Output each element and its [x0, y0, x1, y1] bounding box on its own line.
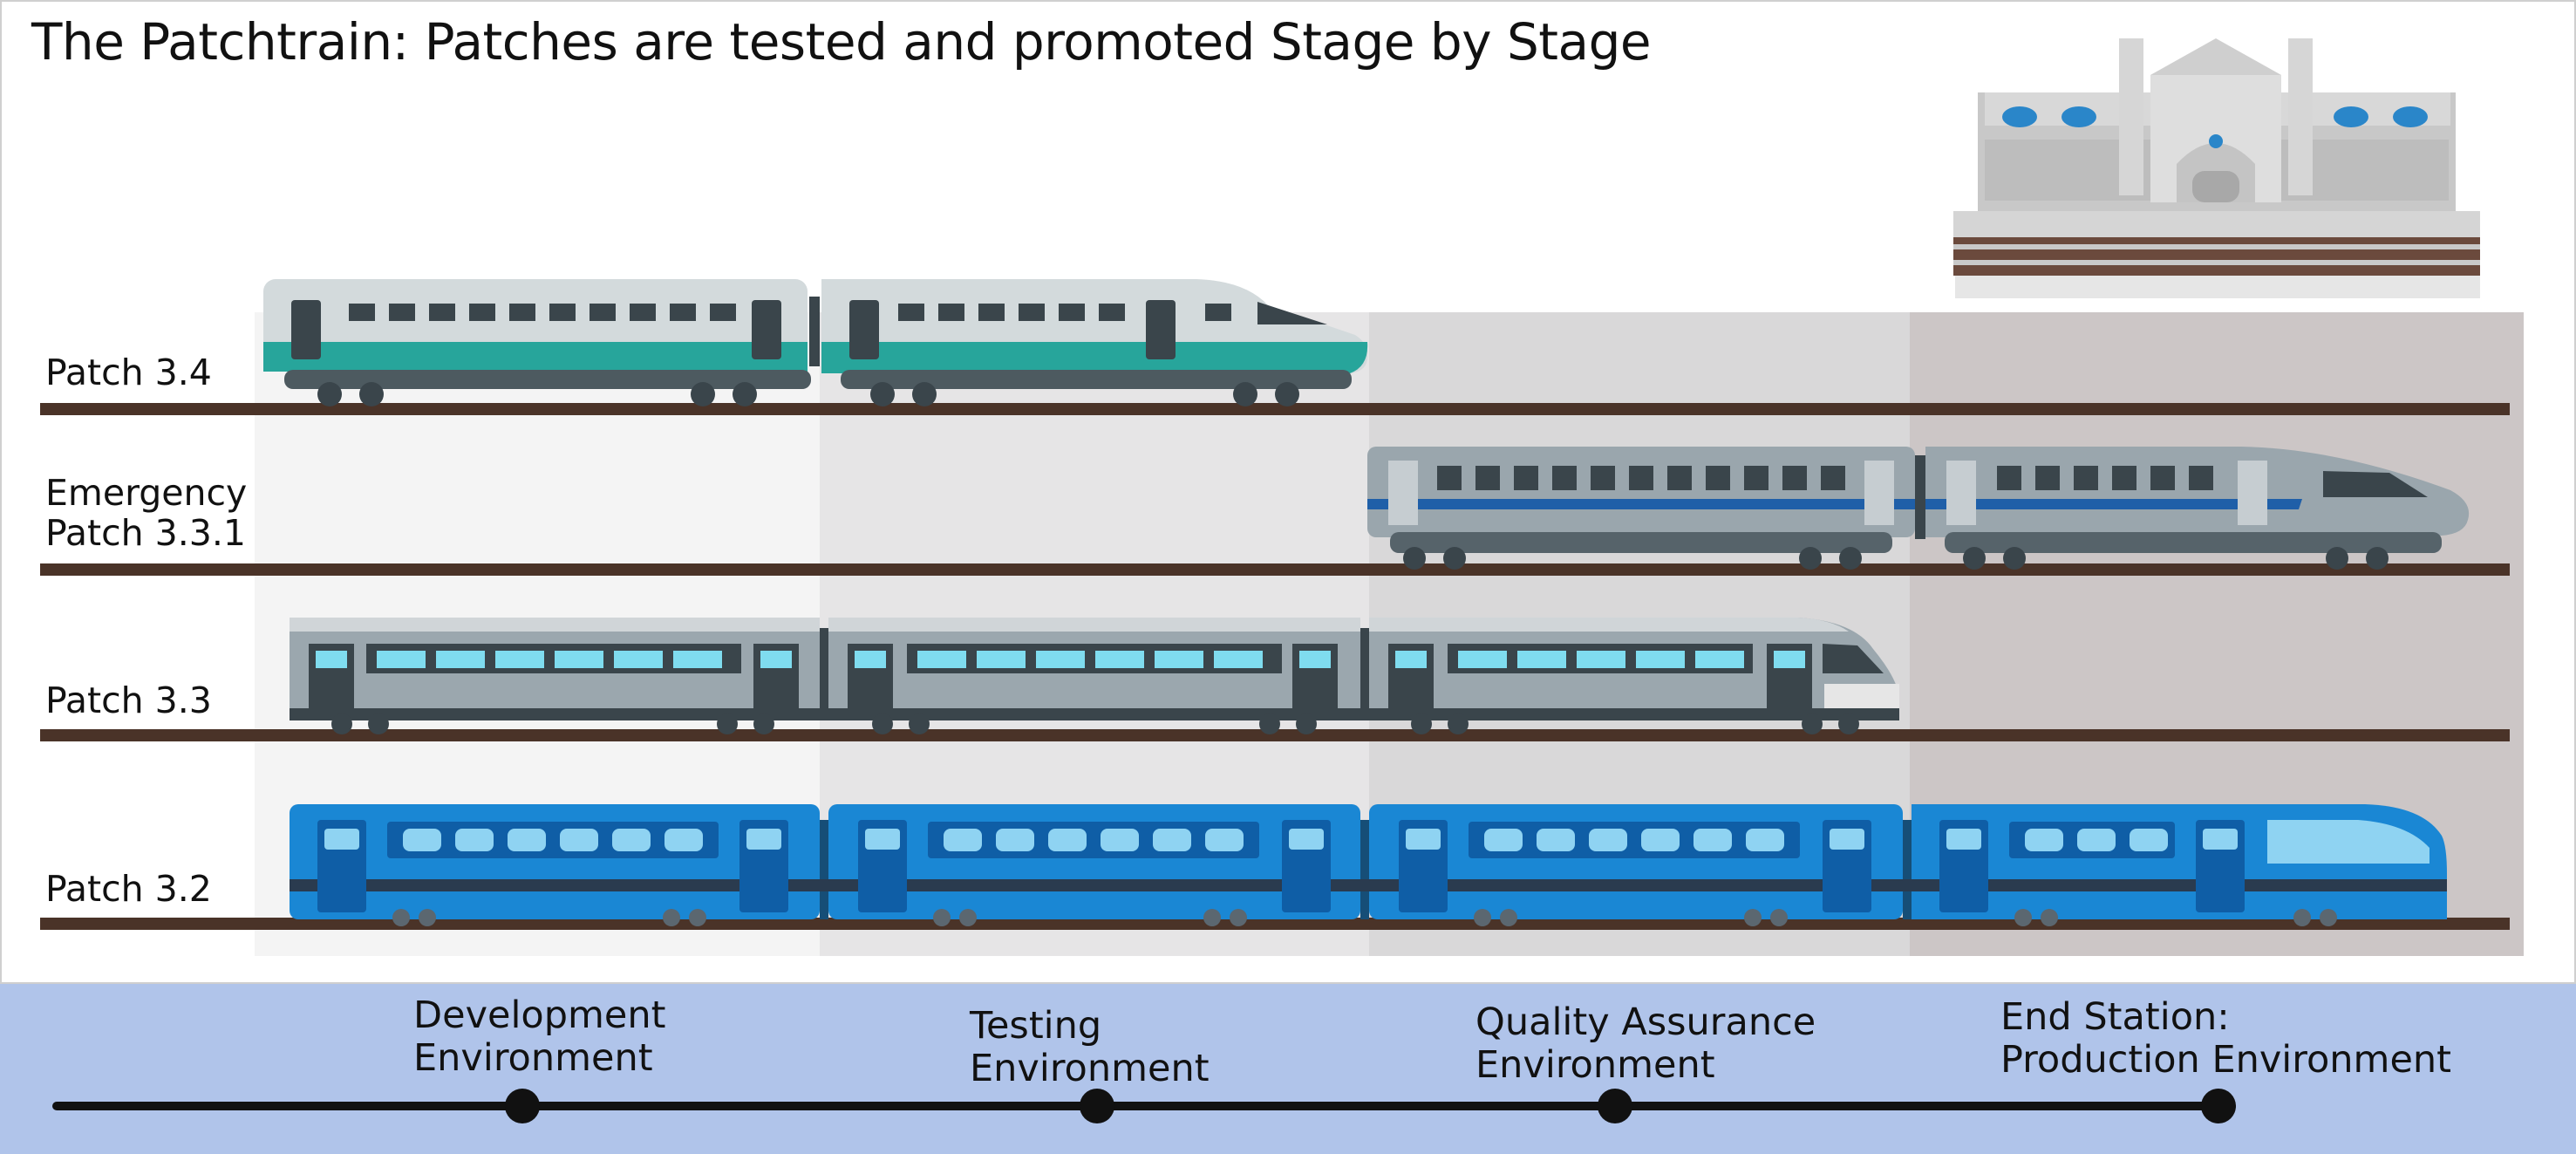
- train-icon: [263, 279, 1368, 406]
- stage-label-development: Development Environment: [413, 994, 666, 1080]
- stage-label-testing: Testing Environment: [970, 1004, 1210, 1090]
- lane-label-patch-3-4: Patch 3.4: [45, 352, 212, 393]
- stop-dot-testing: [1080, 1089, 1114, 1123]
- rail-emergency-patch-3-3-1: [40, 563, 2510, 576]
- lane-label-emergency-patch-3-3-1: Emergency Patch 3.3.1: [45, 472, 248, 554]
- rail-patch-3-2: [40, 918, 2510, 930]
- stop-dot-quality-assurance: [1598, 1089, 1632, 1123]
- stage-label-quality-assurance: Quality Assurance Environment: [1475, 1000, 1816, 1087]
- train-icon: [1367, 447, 2470, 570]
- lane-label-patch-3-3: Patch 3.3: [45, 679, 212, 721]
- train-icon: [290, 618, 1899, 734]
- timeline-line: [52, 1102, 2236, 1110]
- timeline-band: [0, 982, 2576, 1154]
- train-station-icon: [1953, 38, 2480, 298]
- rail-patch-3-4: [40, 403, 2510, 415]
- rail-patch-3-3: [40, 729, 2510, 741]
- stop-dot-production: [2201, 1089, 2236, 1123]
- lane-label-patch-3-2: Patch 3.2: [45, 868, 212, 910]
- stage-label-production: End Station: Production Environment: [2000, 995, 2452, 1082]
- diagram-canvas: [40, 38, 2524, 956]
- stop-dot-development: [505, 1089, 540, 1123]
- diagram-title: The Patchtrain: Patches are tested and p…: [31, 12, 1652, 72]
- train-icon: [290, 804, 2447, 926]
